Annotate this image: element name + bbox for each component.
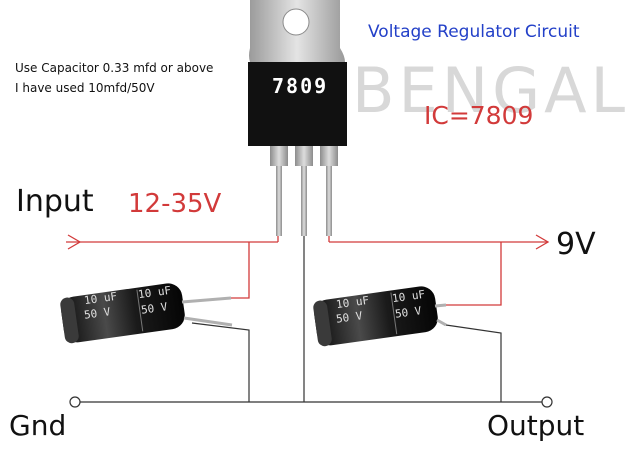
input-wire bbox=[66, 234, 279, 299]
ic-pin-left bbox=[276, 166, 282, 236]
capacitor-1 bbox=[60, 283, 233, 344]
regulator-ic-7809 bbox=[248, 0, 347, 236]
output-wire bbox=[328, 234, 550, 306]
capacitor-1-rating-bottom: 50 V bbox=[83, 305, 112, 322]
output-voltage: 9V bbox=[556, 227, 596, 262]
ic-pin-right bbox=[326, 166, 332, 236]
ic-label: IC=7809 bbox=[424, 101, 534, 130]
output-terminal bbox=[541, 396, 553, 408]
ground-wire bbox=[80, 236, 542, 403]
diagram-title: Voltage Regulator Circuit bbox=[368, 22, 580, 42]
capacitor-note: Use Capacitor 0.33 mfd or above bbox=[15, 61, 214, 75]
capacitor-2-rating-bottom: 50 V bbox=[335, 309, 364, 326]
ic-lead-right bbox=[320, 146, 338, 166]
watermark: BENGALI bbox=[352, 54, 633, 127]
mounting-hole bbox=[282, 8, 310, 36]
ic-lead-center bbox=[295, 146, 313, 166]
capacitor-2-rating-bottom-2: 50 V bbox=[394, 304, 423, 321]
capacitor-used-note: I have used 10mfd/50V bbox=[15, 81, 155, 95]
input-voltage: 12-35V bbox=[128, 189, 222, 219]
ic-lead-left bbox=[270, 146, 288, 166]
input-label: Input bbox=[16, 184, 94, 219]
capacitor-2 bbox=[313, 286, 447, 347]
gnd-terminal bbox=[69, 396, 81, 408]
gnd-label: Gnd bbox=[9, 409, 67, 442]
ic-pin-center bbox=[301, 166, 307, 236]
chip-marking: 7809 bbox=[272, 74, 329, 98]
ic-body bbox=[248, 62, 347, 146]
output-label: Output bbox=[487, 409, 585, 442]
capacitor-1-rating-bottom-2: 50 V bbox=[140, 300, 169, 317]
